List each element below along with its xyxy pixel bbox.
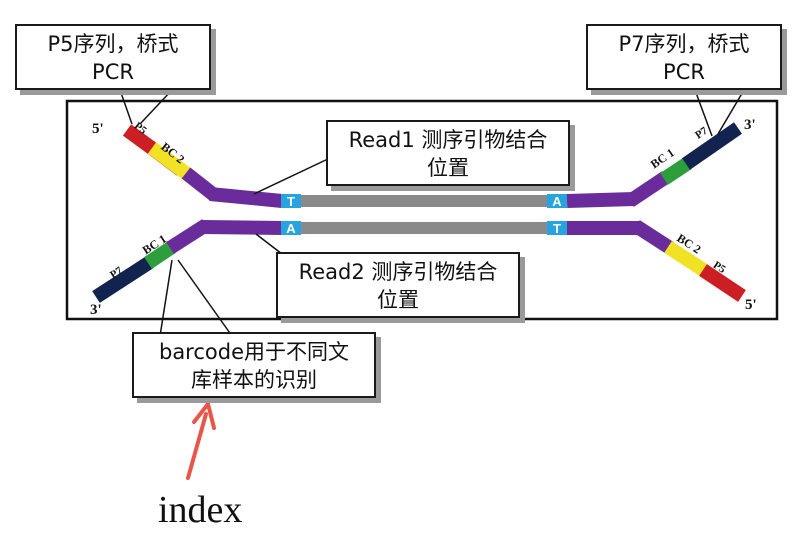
- bottom-left-base-box: [281, 221, 301, 235]
- read2-callout-line2: 位置: [377, 288, 419, 312]
- read2-callout: Read2 测序引物结合 位置: [276, 252, 520, 318]
- top-left-purple-diag: [181, 167, 219, 201]
- bottom-right-p5-segment: [699, 264, 746, 302]
- read2-callout-line1: Read2 测序引物结合: [298, 260, 498, 284]
- diagram-frame: [65, 99, 779, 321]
- top-left-base-box: [281, 194, 301, 208]
- top-left-bc2-segment: [147, 142, 192, 180]
- p7-callout-line2: PCR: [663, 60, 705, 84]
- p7-callout-leader-2: [717, 89, 745, 135]
- top-left-base-label: T: [287, 194, 295, 209]
- top-left-p5-segment: [122, 124, 158, 155]
- top-insert-segment: [301, 195, 547, 207]
- top-right-bc1-segment: [660, 157, 692, 185]
- read1-callout-leader: [253, 157, 331, 195]
- p5-callout-leader-2: [139, 89, 173, 125]
- p5-callout-line1: P5序列，桥式: [47, 32, 179, 56]
- p7-callout-leader-1: [694, 89, 713, 137]
- index-arrow-shaft: [186, 412, 208, 480]
- bottom-left-purple-flat: [201, 220, 283, 235]
- bottom-right-bc2-segment: [664, 241, 709, 277]
- bottom-left-p7-segment: [92, 256, 154, 303]
- barcode-callout: barcode用于不同文 库样本的识别: [132, 332, 376, 398]
- top-left-end-label: 5': [92, 121, 104, 137]
- top-right-end-label: 3': [744, 117, 756, 133]
- barcode-callout-line2: 库样本的识别: [191, 368, 317, 392]
- read1-callout: Read1 测序引物结合 位置: [326, 120, 570, 186]
- p5-callout: P5序列，桥式 PCR: [15, 24, 211, 90]
- barcode-callout-line1: barcode用于不同文: [158, 340, 349, 364]
- bottom-left-base-label: A: [286, 221, 296, 236]
- top-right-p7-segment: [682, 122, 742, 170]
- bottom-left-end-label: 3': [90, 302, 102, 318]
- p7-callout-line1: P7序列，桥式: [618, 32, 750, 56]
- p7-callout: P7序列，桥式 PCR: [586, 24, 782, 90]
- bottom-left-purple-diag: [166, 219, 210, 254]
- bottom-right-end-label: 5': [745, 297, 757, 313]
- top-right-base-label: A: [552, 194, 562, 209]
- read1-callout-line2: 位置: [427, 156, 469, 180]
- index-arrow-head: [192, 402, 216, 430]
- bottom-left-bc1-segment: [144, 241, 176, 269]
- read2-callout-leader: [255, 233, 283, 255]
- top-right-base-box: [547, 194, 567, 208]
- bottom-insert-segment: [301, 222, 547, 234]
- barcode-callout-leader-1: [159, 259, 173, 337]
- index-annotation-label: index: [158, 489, 243, 531]
- p5-callout-line2: PCR: [92, 60, 134, 84]
- read1-callout-line1: Read1 测序引物结合: [348, 128, 548, 152]
- top-right-p-label: P7: [693, 125, 710, 142]
- top-right-purple-flat: [566, 192, 635, 208]
- bottom-right-base-label: T: [553, 221, 561, 236]
- p5-callout-leader-1: [119, 89, 133, 125]
- bottom-right-purple-diag: [632, 220, 674, 254]
- bottom-right-base-box: [547, 221, 567, 235]
- barcode-callout-leader-2: [177, 259, 233, 337]
- top-left-purple-flat: [209, 187, 283, 208]
- top-right-purple-diag: [626, 171, 670, 207]
